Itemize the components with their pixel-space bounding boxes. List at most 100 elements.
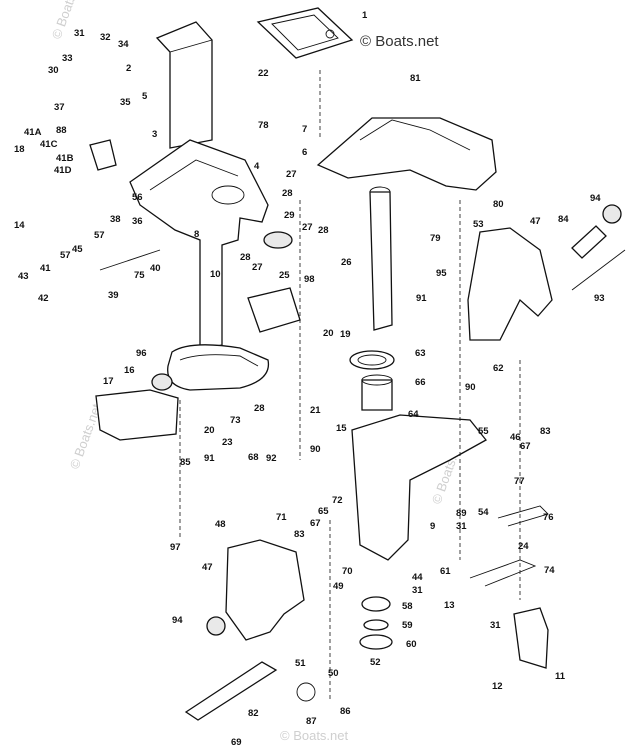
part-25-bracket — [247, 287, 301, 333]
callout-47-top: 47 — [530, 216, 541, 227]
callout-54: 54 — [478, 507, 489, 518]
part-79-steering-tube — [369, 191, 393, 331]
callout-77: 77 — [514, 476, 525, 487]
callout-98: 98 — [304, 274, 315, 285]
callout-37: 37 — [54, 102, 65, 113]
callout-67-right: 67 — [520, 441, 531, 452]
callout-44: 44 — [412, 572, 423, 583]
callout-85: 85 — [180, 457, 191, 468]
watermark-text: © Boats.net — [360, 33, 439, 50]
part-86-washer — [296, 682, 316, 702]
callout-16: 16 — [124, 365, 135, 376]
callout-40: 40 — [150, 263, 161, 274]
callout-71: 71 — [276, 512, 287, 523]
callout-12: 12 — [492, 681, 503, 692]
callout-35: 35 — [120, 97, 131, 108]
callout-43: 43 — [18, 271, 29, 282]
callout-84: 84 — [558, 214, 569, 225]
callout-97: 97 — [170, 542, 181, 553]
callout-91-low: 91 — [204, 453, 215, 464]
part-3-midsection — [129, 139, 269, 351]
callout-62: 62 — [493, 363, 504, 374]
callout-83-left: 83 — [294, 529, 305, 540]
callout-63: 63 — [415, 348, 426, 359]
part-11-bracket — [513, 607, 549, 669]
callout-60: 60 — [406, 639, 417, 650]
callout-90-left: 90 — [310, 444, 321, 455]
callout-41a: 41A — [24, 127, 42, 138]
callout-96: 96 — [136, 348, 147, 359]
part-48-clamp-bracket-left — [225, 539, 305, 641]
part-17-cover — [95, 389, 179, 441]
part-59-ring — [363, 619, 389, 631]
callout-28-bottom: 28 — [254, 403, 265, 414]
part-94-nut-upper — [602, 204, 622, 224]
callout-53: 53 — [473, 219, 484, 230]
callout-6: 6 — [302, 147, 307, 158]
callout-28-top: 28 — [282, 188, 293, 199]
part-1-gasket — [256, 7, 354, 59]
callout-41b: 41B — [56, 153, 74, 164]
callout-70: 70 — [342, 566, 353, 577]
callout-30: 30 — [48, 65, 59, 76]
callout-15: 15 — [336, 423, 347, 434]
callout-7: 7 — [302, 124, 307, 135]
part-39-shaft — [99, 249, 161, 271]
callout-39: 39 — [108, 290, 119, 301]
part-29-spring — [263, 231, 293, 249]
callout-73: 73 — [230, 415, 241, 426]
callout-94-top: 94 — [590, 193, 601, 204]
callout-8: 8 — [194, 229, 199, 240]
callout-66: 66 — [415, 377, 426, 388]
callout-49: 49 — [333, 581, 344, 592]
callout-41d: 41D — [54, 165, 72, 176]
callout-11: 11 — [555, 671, 566, 682]
callout-61: 61 — [440, 566, 451, 577]
callout-34: 34 — [118, 39, 129, 50]
callout-76: 76 — [543, 512, 554, 523]
callout-28-low: 28 — [240, 252, 251, 263]
callout-5: 5 — [142, 91, 148, 102]
part-93-rod — [571, 249, 626, 291]
callout-20-left: 20 — [204, 425, 215, 436]
callout-91-top: 91 — [416, 293, 427, 304]
callout-13: 13 — [444, 600, 455, 611]
callout-labels: 1 2 3 4 5 6 7 8 9 10 11 12 13 14 15 16 1… — [14, 10, 605, 748]
watermark-faint-bottom: © Boats.net — [280, 728, 349, 743]
callout-25: 25 — [279, 270, 290, 281]
callout-86: 86 — [340, 706, 351, 717]
part-53-clamp-bracket-right — [467, 227, 553, 341]
callout-88: 88 — [56, 125, 67, 136]
callout-3: 3 — [152, 129, 157, 140]
callout-93: 93 — [594, 293, 605, 304]
callout-67-left: 67 — [310, 518, 321, 529]
callout-87: 87 — [306, 716, 317, 727]
callout-22: 22 — [258, 68, 269, 79]
callout-10: 10 — [210, 269, 221, 280]
callout-18: 18 — [14, 144, 25, 155]
callout-33: 33 — [62, 53, 73, 64]
callout-69: 69 — [231, 737, 242, 748]
callout-38: 38 — [110, 214, 121, 225]
part-80-swivel-top — [316, 117, 497, 191]
callout-42: 42 — [38, 293, 49, 304]
callout-32: 32 — [100, 32, 111, 43]
callout-50: 50 — [328, 668, 339, 679]
part-5-exhaust-tube — [155, 21, 213, 149]
callout-4: 4 — [254, 161, 260, 172]
callout-26: 26 — [341, 257, 352, 268]
callout-58: 58 — [402, 601, 413, 612]
callout-81: 81 — [410, 73, 421, 84]
callout-83-right: 83 — [540, 426, 551, 437]
callout-95: 95 — [436, 268, 447, 279]
callout-27-low: 27 — [252, 262, 263, 273]
callout-94-low: 94 — [172, 615, 183, 626]
callout-41: 41 — [40, 263, 51, 274]
callout-75: 75 — [134, 270, 145, 281]
part-74-lever — [469, 559, 537, 587]
callout-27-top: 27 — [286, 169, 297, 180]
callout-24: 24 — [518, 541, 529, 552]
callout-45: 45 — [72, 244, 83, 255]
callout-78: 78 — [258, 120, 269, 131]
